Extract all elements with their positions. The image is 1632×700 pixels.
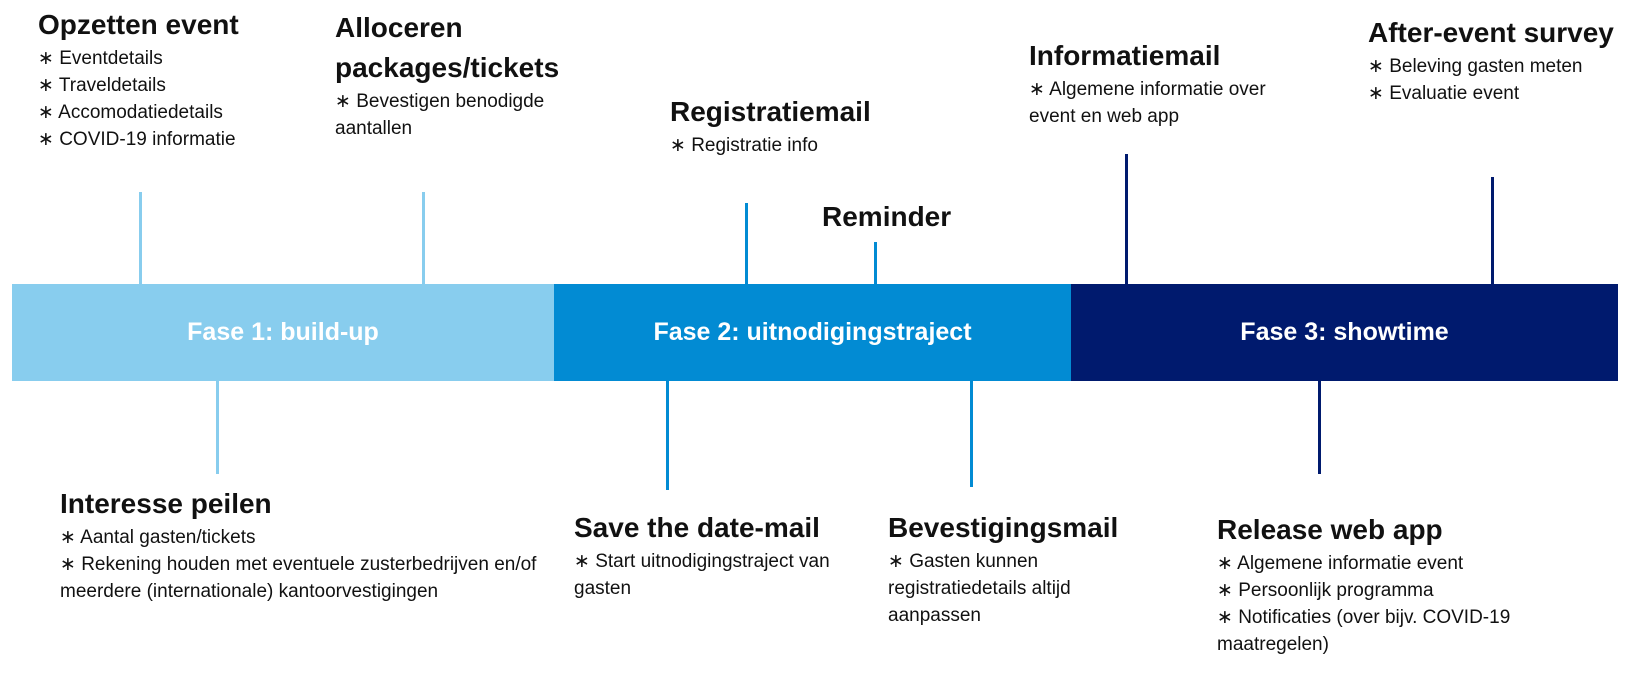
phase-1-bar: Fase 1: build-up xyxy=(12,284,554,381)
milestone-item: Algemene informatie event xyxy=(1217,550,1517,577)
milestone-interesse-peilen: Interesse peilen Aantal gasten/tickets R… xyxy=(60,484,540,605)
tick-opzetten xyxy=(139,192,142,284)
milestone-item: Beleving gasten meten xyxy=(1368,53,1623,80)
tick-reminder xyxy=(874,242,877,284)
milestone-bevestigingsmail: Bevestigingsmail Gasten kunnen registrat… xyxy=(888,508,1128,629)
milestone-title: Interesse peilen xyxy=(60,488,272,519)
milestone-title: Bevestigingsmail xyxy=(888,512,1119,543)
milestone-item: Traveldetails xyxy=(38,72,328,99)
milestone-item: Persoonlijk programma xyxy=(1217,577,1517,604)
tick-alloceren xyxy=(422,192,425,284)
milestone-item: Algemene informatie over event en web ap… xyxy=(1029,76,1299,130)
milestone-title: Save the date-mail xyxy=(574,512,820,543)
milestone-opzetten-event: Opzetten event Eventdetails Traveldetail… xyxy=(38,5,328,153)
tick-afterevent xyxy=(1491,177,1494,284)
phase-2-bar: Fase 2: uitnodigingstraject xyxy=(554,284,1071,381)
milestone-alloceren: Alloceren packages/tickets Bevestigen be… xyxy=(335,8,595,142)
phase-2-label: Fase 2: uitnodigingstraject xyxy=(653,318,972,346)
tick-informatiemail xyxy=(1125,154,1128,284)
milestone-item: COVID-19 informatie xyxy=(38,126,328,153)
milestone-reminder: Reminder xyxy=(822,197,1022,237)
tick-interesse xyxy=(216,381,219,474)
phase-1-label: Fase 1: build-up xyxy=(187,318,379,346)
milestone-item: Bevestigen benodigde aantallen xyxy=(335,88,595,142)
milestone-title: Reminder xyxy=(822,201,952,232)
milestone-item: Start uitnodigingstraject van gasten xyxy=(574,548,844,602)
milestone-item: Aantal gasten/tickets xyxy=(60,524,540,551)
milestone-title: Release web app xyxy=(1217,514,1443,545)
phase-3-label: Fase 3: showtime xyxy=(1240,318,1449,346)
phase-3-bar: Fase 3: showtime xyxy=(1071,284,1618,381)
milestone-item: Notificaties (over bijv. COVID-19 maatre… xyxy=(1217,604,1517,658)
milestone-item: Rekening houden met eventuele zusterbedr… xyxy=(60,551,540,605)
milestone-title: Informatiemail xyxy=(1029,40,1221,71)
milestone-item: Evaluatie event xyxy=(1368,80,1623,107)
milestone-save-the-date: Save the date-mail Start uitnodigingstra… xyxy=(574,508,844,602)
milestone-item: Accomodatiedetails xyxy=(38,99,328,126)
milestone-informatiemail: Informatiemail Algemene informatie over … xyxy=(1029,36,1299,130)
milestone-title: Registratiemail xyxy=(670,96,871,127)
tick-registratiemail xyxy=(745,203,748,284)
milestone-title: Opzetten event xyxy=(38,9,239,40)
milestone-item: Eventdetails xyxy=(38,45,328,72)
milestone-registratiemail: Registratiemail Registratie info xyxy=(670,92,970,159)
milestone-title: After-event survey xyxy=(1368,17,1614,48)
tick-release xyxy=(1318,381,1321,474)
milestone-title: Alloceren packages/tickets xyxy=(335,12,560,83)
tick-bevestiging xyxy=(970,381,973,487)
milestone-item: Registratie info xyxy=(670,132,970,159)
milestone-after-event-survey: After-event survey Beleving gasten meten… xyxy=(1368,13,1623,107)
milestone-release-web-app: Release web app Algemene informatie even… xyxy=(1217,510,1517,658)
tick-savedate xyxy=(666,381,669,490)
milestone-item: Gasten kunnen registratiedetails altijd … xyxy=(888,548,1128,629)
